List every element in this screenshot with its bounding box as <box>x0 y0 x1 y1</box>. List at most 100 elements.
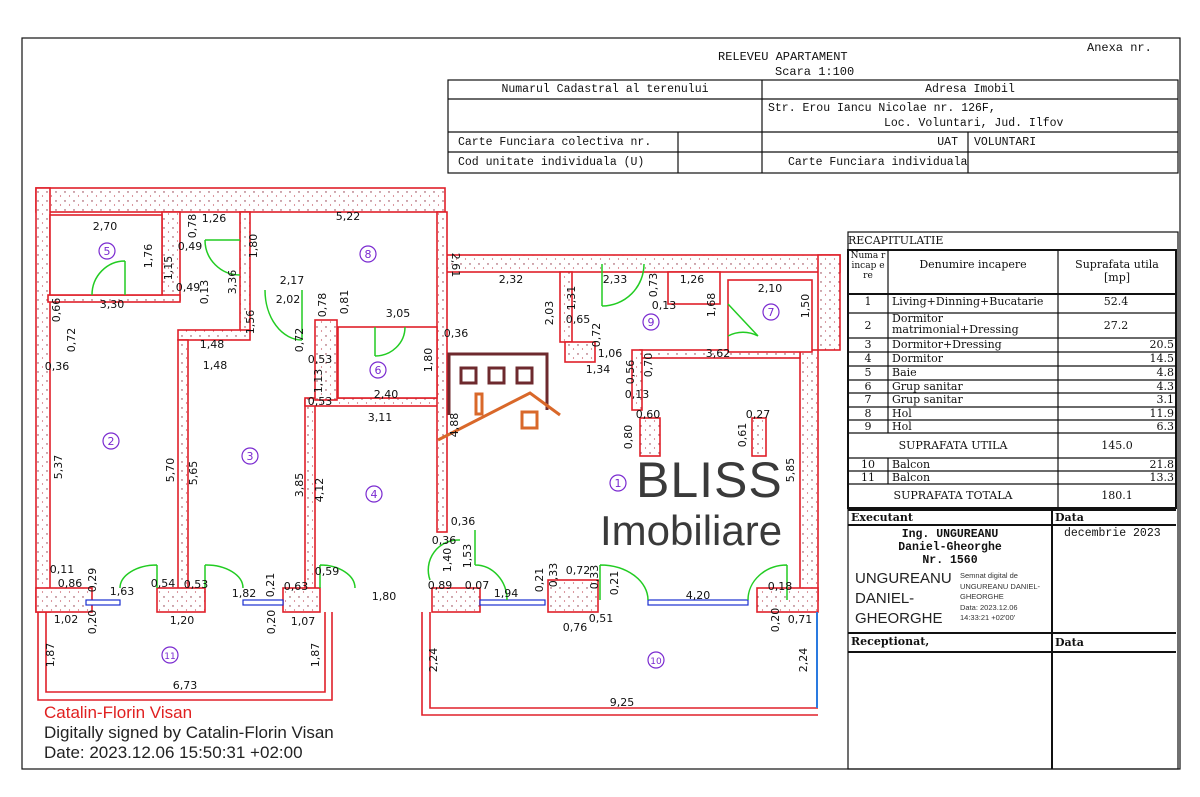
address-line-1: Str. Erou Iancu Nicolae nr. 126F, <box>768 102 996 115</box>
recap-room-area: 20.5 <box>1149 338 1175 351</box>
room-number: 5 <box>104 245 111 258</box>
dimension-label: 5,70 <box>164 458 177 483</box>
recap-room-name: Dormitor <box>892 352 943 365</box>
recap-room-number: 9 <box>864 420 872 433</box>
dimension-label: 0,78 <box>316 293 329 318</box>
watermark-subtitle: Imobiliare <box>600 507 783 554</box>
balconies <box>37 612 818 716</box>
room-number-marker: 7 <box>762 303 780 321</box>
dimension-label: 0,13 <box>652 299 677 312</box>
dimension-label: 2,02 <box>276 293 301 306</box>
dimension-label: 1,06 <box>598 347 623 360</box>
room-number-marker: 6 <box>369 361 387 379</box>
uat-value: VOLUNTARI <box>974 136 1037 149</box>
unit-code-label: Cod unitate individuala (U) <box>458 156 645 169</box>
dimension-label: 2,10 <box>758 282 783 295</box>
recap-room-area: 4.8 <box>1156 366 1175 379</box>
dimension-label: 0,20 <box>86 610 99 635</box>
useful-area-value: 145.0 <box>1101 439 1133 452</box>
dimension-label: 0,21 <box>533 568 546 593</box>
dimension-label: 0,72 <box>566 564 591 577</box>
dimension-label: 1,56 <box>244 310 257 335</box>
dimension-label: 0,18 <box>768 580 793 593</box>
room-number-marker: 1 <box>609 474 627 492</box>
useful-area-label: SUPRAFATA UTILA <box>898 439 1008 452</box>
room-number-marker: 10 <box>647 651 665 669</box>
signature-info-line2: UNGUREANU DANIEL- <box>960 581 1041 591</box>
recap-room-area: 11.9 <box>1149 407 1175 420</box>
dimension-label: 3,85 <box>293 473 306 498</box>
recap-room-name: Hol <box>892 420 912 433</box>
total-area-value: 180.1 <box>1101 489 1133 502</box>
dimension-label: 2,33 <box>603 273 628 286</box>
room-number-circle <box>609 474 627 492</box>
dimension-label: 1,80 <box>422 348 435 373</box>
engineer-signature-details: Semnat digital de UNGUREANU DANIEL- GHEO… <box>960 571 1040 624</box>
cf-collective-label: Carte Funciara colectiva nr. <box>458 136 652 149</box>
dimension-label: 3,05 <box>386 307 411 320</box>
recap-title: RECAPITULATIE <box>848 234 944 247</box>
room-number-circle <box>359 245 377 263</box>
dimension-label: 1,87 <box>44 643 57 668</box>
room-number-marker: 11 <box>161 646 179 664</box>
dimension-label: 0,54 <box>151 577 176 590</box>
room-number-marker: 9 <box>642 313 660 331</box>
watermark-brand: BLISS <box>636 452 783 508</box>
dimension-label: 1,26 <box>680 273 705 286</box>
address-line-2: Loc. Voluntari, Jud. Ilfov <box>884 117 1064 130</box>
signature-info-line1: Semnat digital de <box>960 571 1018 580</box>
recap-table-grid <box>847 231 1179 770</box>
dimension-label: 0,61 <box>736 423 749 448</box>
dimension-label: 5,65 <box>187 461 200 486</box>
recap-room-number: 2 <box>864 319 872 332</box>
recap-room-name: Hol <box>892 407 912 420</box>
recap-col-area: Suprafata utila [mp] <box>1075 258 1159 284</box>
dimension-label: 0,36 <box>45 360 70 373</box>
dimension-label: 5,37 <box>52 455 65 480</box>
dimension-label: 1,31 <box>565 286 578 311</box>
dimension-label: 0,76 <box>563 621 588 634</box>
header-table-grid <box>447 79 1179 174</box>
recap-room-area: 4.3 <box>1156 380 1175 393</box>
dimension-label: 0,53 <box>184 578 209 591</box>
received-label: Receptionat, <box>851 635 930 648</box>
dimension-label: 4,88 <box>448 413 461 438</box>
dimension-label: 0,21 <box>608 571 621 596</box>
recap-room-area: 6.3 <box>1156 420 1175 433</box>
signature-name-line2: DANIEL- <box>855 590 915 607</box>
dimension-label: 0,72 <box>65 328 78 353</box>
dimension-label: 0,53 <box>308 395 333 408</box>
dimension-label: 0,66 <box>50 298 63 323</box>
signature-name-line1: UNGUREANU <box>855 570 952 587</box>
dimension-label: 0,20 <box>265 610 278 635</box>
recap-room-number: 3 <box>864 338 872 351</box>
uat-label: UAT <box>937 136 958 149</box>
dimension-label: 0,59 <box>315 565 340 578</box>
walls <box>35 187 841 613</box>
recap-room-name: Grup sanitar <box>892 393 963 406</box>
dimension-label: 0,07 <box>465 579 490 592</box>
recap-room-name: Dormitor+Dressing <box>892 338 1002 351</box>
recap-room-number: 4 <box>864 352 872 365</box>
dimension-label: 0,70 <box>642 353 655 378</box>
dimension-label: 0,49 <box>178 240 203 253</box>
dimension-label: 3,62 <box>706 347 731 360</box>
dimension-label: 0,89 <box>428 579 453 592</box>
room-number: 7 <box>768 306 775 319</box>
dimension-label: 1,48 <box>200 338 225 351</box>
room-number: 10 <box>650 657 662 667</box>
dimension-label: 3,36 <box>226 270 239 295</box>
room-number: 2 <box>108 435 115 448</box>
dimension-label: 3,11 <box>368 411 393 424</box>
recap-balcony-number: 10 <box>861 458 875 471</box>
recap-room-name: Grup sanitar <box>892 380 963 393</box>
recap-room-number: 7 <box>864 393 872 406</box>
received-date-label: Data <box>1055 636 1084 649</box>
dimension-label: 1,48 <box>203 359 228 372</box>
dimension-label: 1,80 <box>372 590 397 603</box>
recap-room-name: Dormitor matrimonial+Dressing <box>892 312 1019 336</box>
signature-info-line3: GHEORGHE <box>960 592 1004 601</box>
room-number-marker: 5 <box>98 242 116 260</box>
